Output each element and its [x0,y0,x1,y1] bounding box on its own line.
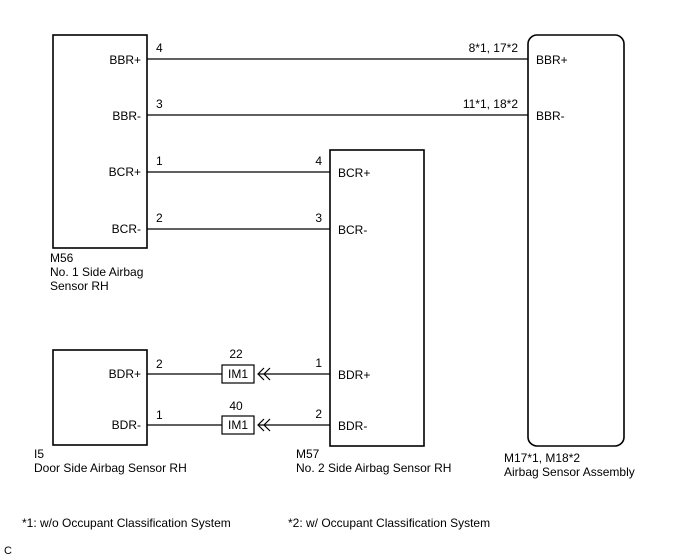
connector-label: IM1 [228,418,248,432]
connector-chevron-inner [263,418,271,432]
m57-terminal-bcr-plus: BCR+ [338,166,370,180]
footnote-1: *1: w/o Occupant Classification System [22,516,231,530]
junction-connector-im1-22: IM1 22 [221,347,271,384]
i5-terminal-bdr-plus: BDR+ [109,367,141,381]
connector-chevron-outer [257,367,265,381]
connector-box [221,415,255,435]
assembly-component: BBR+ BBR- 8*1, 17*2 11*1, 18*2 M17*1, M1… [463,34,635,479]
assembly-terminal-bbr-minus: BBR- [536,109,565,123]
m57-code: M57 [296,447,320,461]
m56-terminal-bbr-plus: BBR+ [109,53,141,67]
connector-label: IM1 [228,367,248,381]
m56-box [52,34,148,249]
assembly-code: M17*1, M18*2 [504,451,580,465]
m57-box [329,149,425,447]
connector-chevron-inner [263,367,271,381]
assembly-box [527,34,625,447]
connector-chevron-outer [257,418,265,432]
m56-terminal-bcr-minus: BCR- [112,222,141,236]
m56-pin-1: 1 [156,154,163,168]
i5-pin-1: 1 [156,408,163,422]
m57-pin-2: 2 [315,407,322,421]
m57-component: BCR+ BCR- BDR+ BDR- 4 3 1 2 M57 No. 2 Si… [296,149,451,475]
junction-connector-im1-40: IM1 40 [221,399,271,435]
m56-terminal-bcr-plus: BCR+ [109,165,141,179]
connector-pin: 40 [229,399,243,413]
m56-terminal-bbr-minus: BBR- [112,109,141,123]
i5-box [52,349,148,446]
m57-terminal-bcr-minus: BCR- [338,223,367,237]
m56-name-line2: Sensor RH [50,279,109,293]
m57-terminal-bdr-minus: BDR- [338,419,367,433]
figure-mark: C [4,545,12,557]
m56-pin-3: 3 [156,97,163,111]
m56-name-line1: No. 1 Side Airbag [50,265,143,279]
connector-pin: 22 [229,347,243,361]
connector-box [221,364,255,384]
i5-component: BDR+ BDR- 2 1 I5 Door Side Airbag Sensor… [34,349,187,475]
m57-name: No. 2 Side Airbag Sensor RH [296,461,451,475]
i5-code: I5 [34,447,44,461]
assembly-pin-bbr-plus: 8*1, 17*2 [469,41,519,55]
i5-terminal-bdr-minus: BDR- [112,418,141,432]
m56-component: BBR+ BBR- BCR+ BCR- 4 3 1 2 M56 No. 1 Si… [50,34,163,293]
assembly-name: Airbag Sensor Assembly [504,465,635,479]
m56-pin-2: 2 [156,211,163,225]
m56-code: M56 [50,251,74,265]
m57-pin-1: 1 [315,356,322,370]
footnote-2: *2: w/ Occupant Classification System [288,516,490,530]
m56-pin-4: 4 [156,41,163,55]
m57-pin-4: 4 [315,154,322,168]
m57-terminal-bdr-plus: BDR+ [338,368,370,382]
assembly-terminal-bbr-plus: BBR+ [536,53,568,67]
i5-name: Door Side Airbag Sensor RH [34,461,187,475]
assembly-pin-bbr-minus: 11*1, 18*2 [463,97,518,111]
m57-pin-3: 3 [315,211,322,225]
i5-pin-2: 2 [156,357,163,371]
